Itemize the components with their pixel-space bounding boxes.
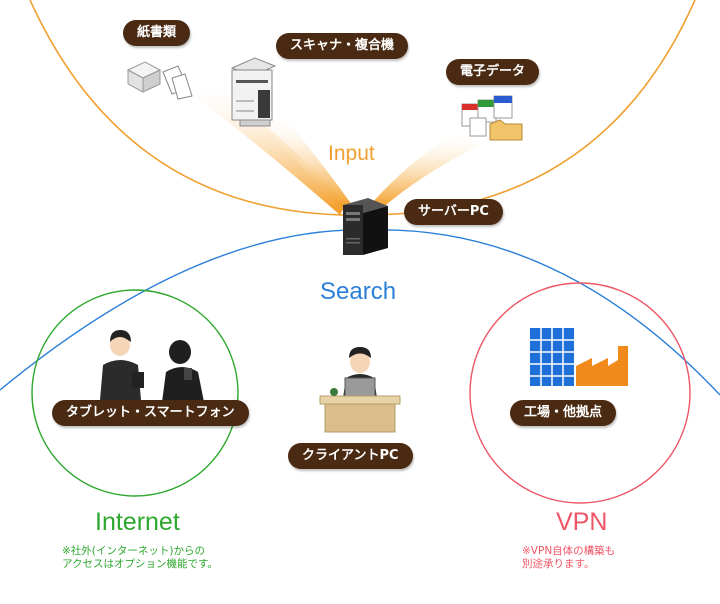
internet-title: Internet (95, 508, 180, 536)
beam-paper (180, 80, 345, 215)
factory-label: 工場・他拠点 (510, 400, 617, 426)
beam-digital (372, 130, 480, 210)
server-icon (343, 198, 388, 255)
beam-scanner (255, 112, 352, 210)
scanner-icon (230, 57, 277, 127)
vpn-circle (469, 282, 691, 504)
tablet-users-icon (100, 330, 204, 402)
server-label: サーバーPC (404, 199, 503, 225)
scanner-label: スキャナ・複合機 (276, 33, 409, 59)
vpn-note: ※VPN自体の構築も 別途承ります。 (522, 545, 616, 570)
tablet-label: タブレット・スマートフォン (52, 400, 249, 426)
client-pc-label: クライアントPC (288, 443, 413, 469)
paper-label: 紙書類 (123, 20, 191, 46)
internet-circle (31, 289, 239, 497)
digital-data-label: 電子データ (446, 59, 540, 85)
input-title: Input (328, 142, 375, 165)
internet-note: ※社外(インターネット)からの アクセスはオプション機能です。 (62, 545, 218, 570)
search-title: Search (320, 278, 397, 305)
client-pc-user-icon (319, 347, 401, 433)
documents-icon (461, 95, 523, 141)
paper-icon (126, 61, 193, 100)
factory-icon (530, 328, 628, 386)
vpn-title: VPN (556, 508, 608, 536)
